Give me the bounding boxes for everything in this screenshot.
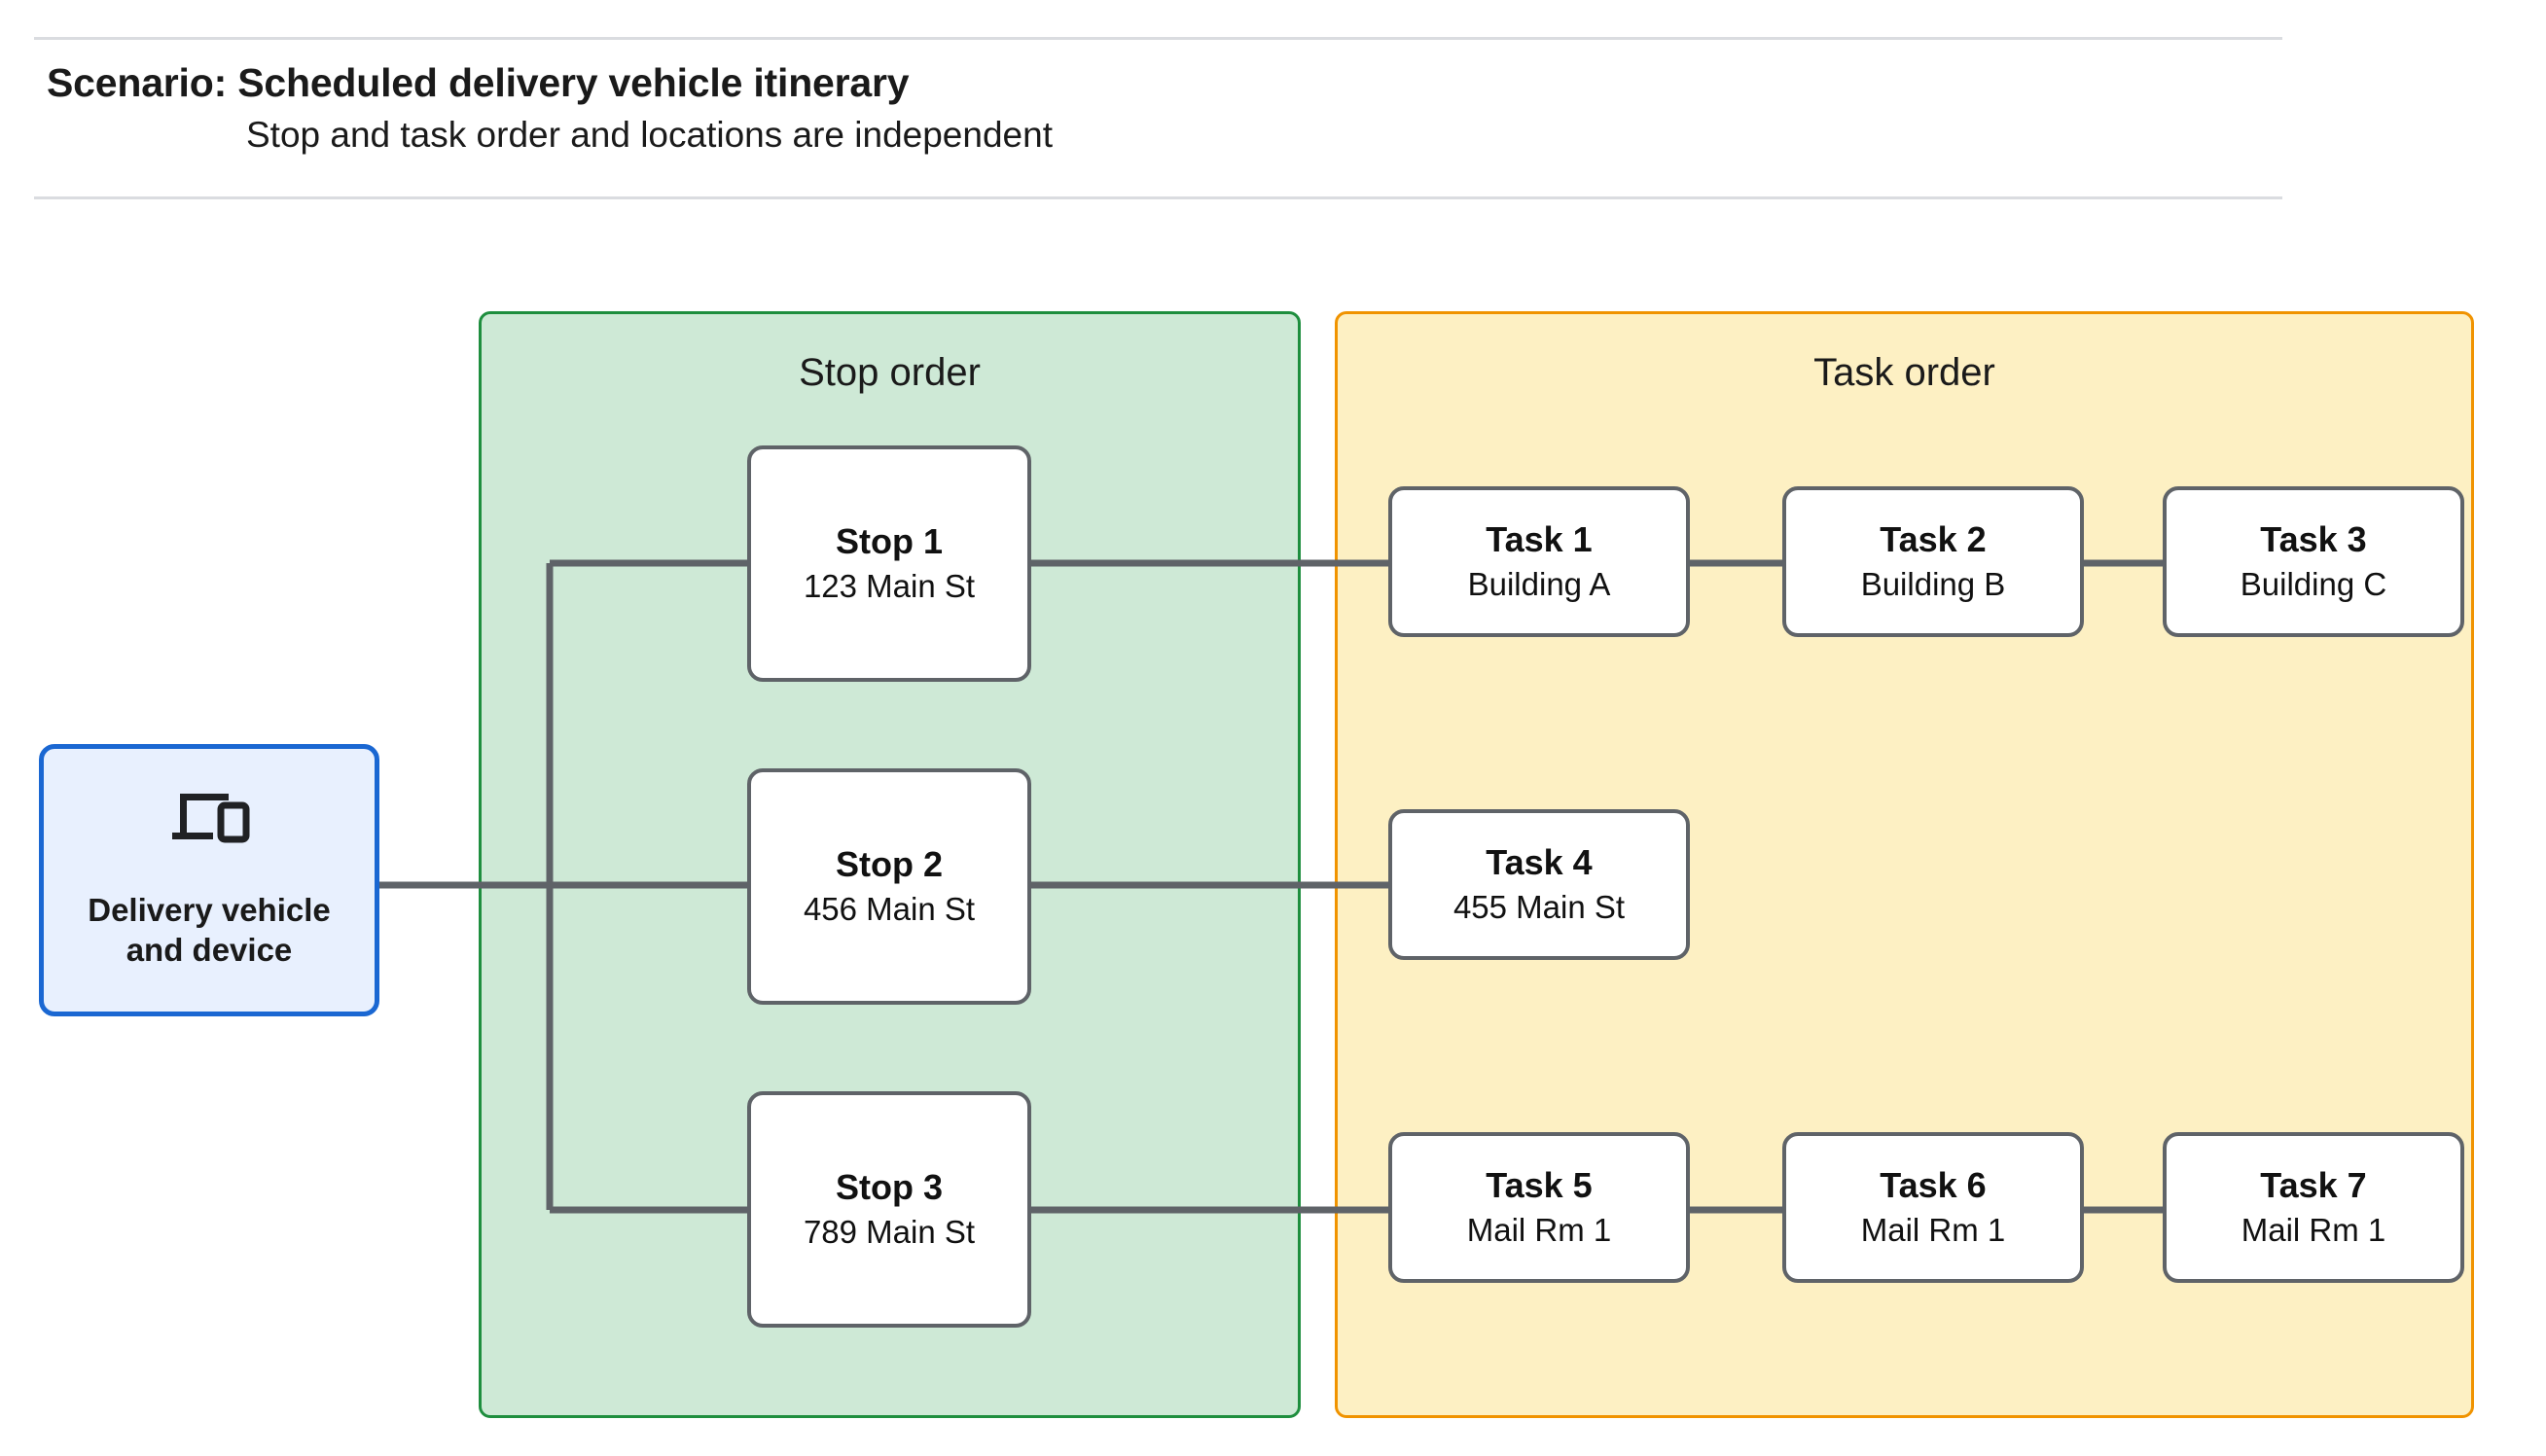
task-node-4-location: 455 Main St: [1452, 888, 1626, 925]
header-divider-top: [34, 37, 2282, 40]
stop-node-1-address: 123 Main St: [803, 567, 976, 604]
delivery-vehicle-label: Delivery vehicle and device: [88, 891, 331, 971]
stop-node-3[interactable]: Stop 3 789 Main St: [747, 1091, 1031, 1328]
delivery-vehicle-node[interactable]: Delivery vehicle and device: [39, 744, 379, 1016]
task-node-3-title: Task 3: [2260, 519, 2367, 560]
task-node-6-location: Mail Rm 1: [1860, 1211, 2006, 1248]
page-title: Scenario: Scheduled delivery vehicle iti…: [47, 60, 910, 105]
task-node-6-title: Task 6: [1880, 1165, 1987, 1206]
stop-node-1[interactable]: Stop 1 123 Main St: [747, 445, 1031, 682]
stop-node-3-address: 789 Main St: [803, 1213, 976, 1250]
task-node-7-location: Mail Rm 1: [2241, 1211, 2386, 1248]
task-node-7-title: Task 7: [2260, 1165, 2367, 1206]
task-order-panel-label: Task order: [1813, 351, 1995, 394]
task-node-7[interactable]: Task 7 Mail Rm 1: [2163, 1132, 2464, 1283]
page-subtitle: Stop and task order and locations are in…: [246, 115, 1053, 155]
devices-icon: [172, 794, 250, 843]
stop-order-panel-label: Stop order: [799, 351, 981, 394]
task-node-1-location: Building A: [1467, 565, 1611, 602]
delivery-vehicle-label-line-1: Delivery vehicle: [88, 892, 331, 929]
stop-node-2[interactable]: Stop 2 456 Main St: [747, 768, 1031, 1005]
task-node-1[interactable]: Task 1 Building A: [1388, 486, 1690, 637]
stop-node-2-address: 456 Main St: [803, 890, 976, 927]
task-node-2-title: Task 2: [1880, 519, 1987, 560]
task-node-4-title: Task 4: [1486, 842, 1593, 883]
header-divider-bottom: [34, 196, 2282, 199]
task-node-6[interactable]: Task 6 Mail Rm 1: [1782, 1132, 2084, 1283]
stop-node-3-title: Stop 3: [835, 1167, 943, 1208]
task-node-4[interactable]: Task 4 455 Main St: [1388, 809, 1690, 960]
task-node-5-title: Task 5: [1486, 1165, 1593, 1206]
task-node-2[interactable]: Task 2 Building B: [1782, 486, 2084, 637]
delivery-vehicle-label-line-2: and device: [126, 932, 293, 968]
task-node-1-title: Task 1: [1486, 519, 1593, 560]
task-node-3-location: Building C: [2240, 565, 2387, 602]
task-node-2-location: Building B: [1860, 565, 2006, 602]
stop-node-2-title: Stop 2: [835, 844, 943, 885]
task-node-5[interactable]: Task 5 Mail Rm 1: [1388, 1132, 1690, 1283]
task-node-3[interactable]: Task 3 Building C: [2163, 486, 2464, 637]
task-node-5-location: Mail Rm 1: [1466, 1211, 1612, 1248]
stop-node-1-title: Stop 1: [835, 521, 943, 562]
